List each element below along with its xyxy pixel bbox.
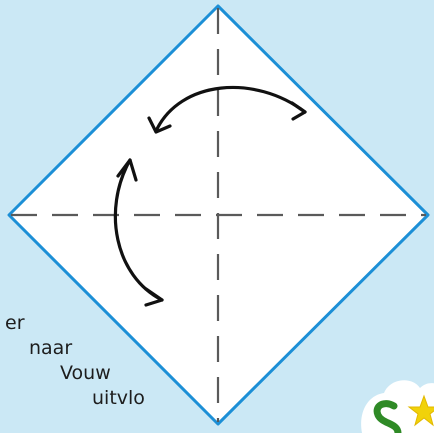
instruction-line: Vouw [60,362,111,384]
logo-icon [361,380,434,433]
instruction-line: naar [29,337,73,359]
curved-double-arrow-icon [113,158,164,307]
curved-double-arrow-icon [147,85,307,134]
instruction-line: uitvlo [92,387,145,409]
fold-instructions: er naar Vouw uitvlo [2,311,145,411]
instruction-line: er [5,312,25,334]
